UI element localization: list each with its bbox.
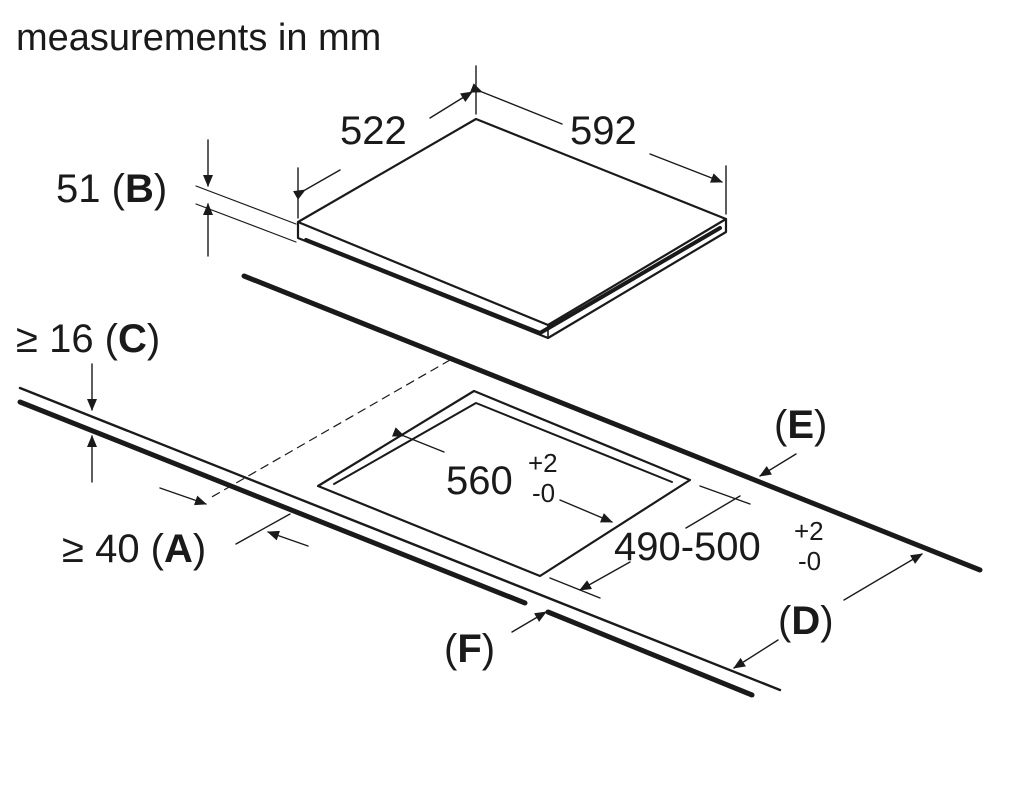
back-edge-label: (E) xyxy=(774,403,827,447)
cutout-depth-value: 490-500 xyxy=(614,525,761,569)
hob xyxy=(296,117,728,340)
hob-width-label: 592 xyxy=(570,109,637,153)
cutout-width-tol-minus: -0 xyxy=(532,478,555,508)
front-clearance-value: ≥ 40 xyxy=(62,527,140,571)
worktop-thickness-label: ≥ 16 (C) xyxy=(16,317,160,361)
back-edge-key: E xyxy=(787,403,814,447)
hob-depth-dimension: 522 xyxy=(292,65,477,219)
cutout-depth-tol-minus: -0 xyxy=(798,546,821,576)
hob-height-key: B xyxy=(125,167,154,211)
front-clearance-key: A xyxy=(164,527,193,571)
cutout-width-dimension: 560 +2 -0 xyxy=(391,427,751,523)
worktop xyxy=(17,273,983,698)
worktop-thickness-value: ≥ 16 xyxy=(16,317,94,361)
cutout-depth-dimension: 490-500 +2 -0 xyxy=(549,495,824,599)
front-clearance-dimension: ≥ 40 (A) xyxy=(62,487,309,571)
cutout-width-value: 560 xyxy=(446,459,513,503)
hob-height-value: 51 xyxy=(56,167,101,211)
cutout xyxy=(316,389,692,578)
cutout-width-tol-plus: +2 xyxy=(528,448,558,478)
back-edge-callout: (E) xyxy=(759,403,827,477)
hob-height-label: 51 (B) xyxy=(56,167,167,211)
front-edge-key: F xyxy=(457,627,481,671)
rear-depth-key: D xyxy=(791,599,820,643)
front-clearance-label: ≥ 40 (A) xyxy=(62,527,206,571)
rear-depth-label: (D) xyxy=(778,599,834,643)
diagram-title: measurements in mm xyxy=(16,17,381,59)
cutout-depth-tol-plus: +2 xyxy=(794,516,824,546)
worktop-thickness-dimension: ≥ 16 (C) xyxy=(16,317,160,483)
rear-depth-dimension: (D) xyxy=(733,553,923,669)
hob-height-dimension: 51 (B) xyxy=(56,139,297,257)
hob-depth-label: 522 xyxy=(340,109,407,153)
front-edge-label: (F) xyxy=(444,627,495,671)
front-edge-callout: (F) xyxy=(444,611,547,671)
worktop-thickness-key: C xyxy=(118,317,147,361)
hob-width-dimension: 592 xyxy=(469,83,727,215)
